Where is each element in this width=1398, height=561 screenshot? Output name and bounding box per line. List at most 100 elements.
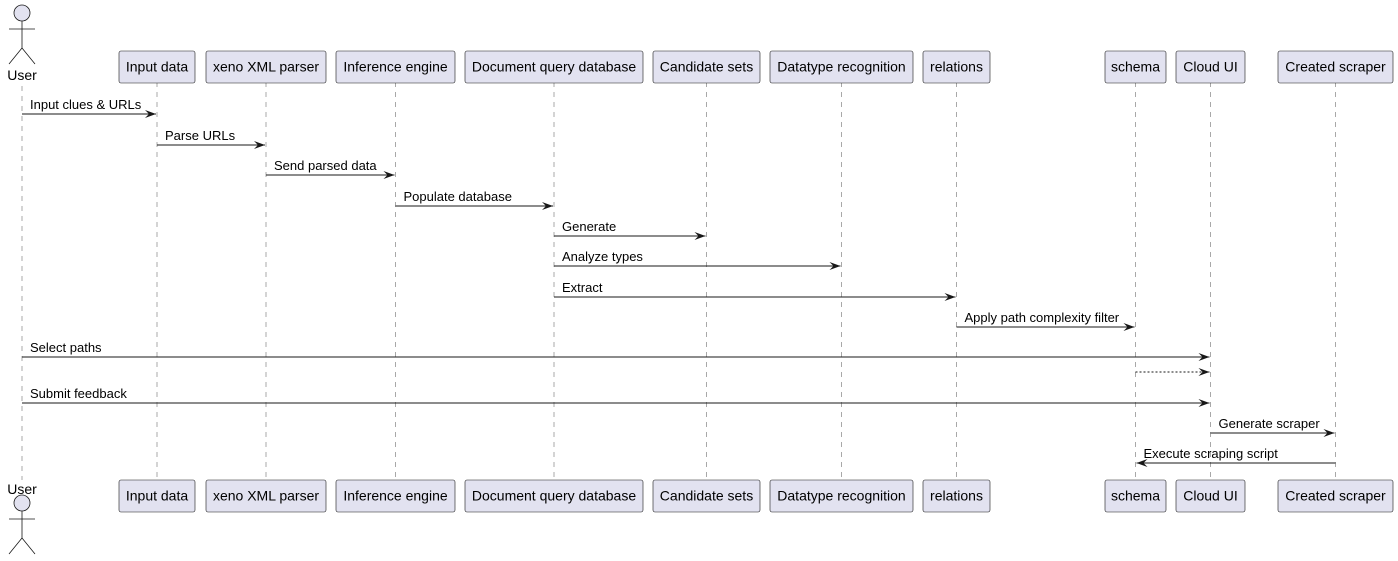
participant-label: Inference engine <box>343 59 448 75</box>
message-label: Parse URLs <box>165 128 236 143</box>
arrow-head-icon <box>1323 429 1335 437</box>
participant-label: Candidate sets <box>660 59 753 75</box>
participant-box <box>922 479 991 513</box>
participant-xeno-top: xeno XML parser <box>205 50 327 84</box>
participant-label: relations <box>930 488 983 504</box>
actor-label: User <box>7 481 37 497</box>
message-9 <box>1135 368 1210 376</box>
participant-label: Cloud UI <box>1183 59 1237 75</box>
participant-input-bottom: Input data <box>118 479 196 513</box>
actor-user-bottom: User <box>7 481 37 555</box>
arrow-head-icon <box>1198 368 1210 376</box>
participant-input-top: Input data <box>118 50 196 84</box>
participant-candidate-bottom: Candidate sets <box>652 479 761 513</box>
message-4: Generate <box>554 219 706 240</box>
participant-box <box>1104 50 1167 84</box>
participant-label: Created scraper <box>1285 59 1386 75</box>
participant-box <box>1175 50 1246 84</box>
message-10: Submit feedback <box>22 386 1210 407</box>
arrow-head-icon <box>694 232 706 240</box>
participant-xeno-bottom: xeno XML parser <box>205 479 327 513</box>
message-label: Select paths <box>30 340 102 355</box>
participant-box <box>1277 479 1394 513</box>
arrow-head-icon <box>1198 399 1210 407</box>
participant-cloudui-top: Cloud UI <box>1175 50 1246 84</box>
message-11: Generate scraper <box>1210 416 1335 437</box>
participant-box <box>464 50 644 84</box>
message-label: Apply path complexity filter <box>965 310 1120 325</box>
participant-datatype-top: Datatype recognition <box>769 50 914 84</box>
actor-body-icon <box>8 21 36 65</box>
arrow-head-icon <box>254 141 265 149</box>
participant-inference-bottom: Inference engine <box>335 479 456 513</box>
participant-label: Inference engine <box>343 488 448 504</box>
message-2: Send parsed data <box>266 158 395 179</box>
message-3: Populate database <box>395 189 553 210</box>
participant-relations-top: relations <box>922 50 991 84</box>
participant-box <box>205 50 327 84</box>
arrow-head-icon <box>1136 459 1148 467</box>
arrow-head-icon <box>542 202 553 210</box>
message-12: Execute scraping script <box>1136 446 1336 467</box>
message-1: Parse URLs <box>157 128 265 149</box>
participant-cloudui-bottom: Cloud UI <box>1175 479 1246 513</box>
participant-box <box>652 479 761 513</box>
participant-box <box>464 479 644 513</box>
participant-box <box>118 50 196 84</box>
actor-head-icon <box>13 4 31 22</box>
participant-label: Input data <box>126 488 188 504</box>
arrow-head-icon <box>383 171 395 179</box>
participant-inference-top: Inference engine <box>335 50 456 84</box>
participant-box <box>118 479 196 513</box>
participant-label: Document query database <box>472 59 636 75</box>
message-label: Submit feedback <box>30 386 127 401</box>
participant-box <box>652 50 761 84</box>
participant-label: Input data <box>126 59 188 75</box>
actor-head-icon <box>13 494 31 512</box>
participant-docdb-top: Document query database <box>464 50 644 84</box>
message-label: Send parsed data <box>274 158 377 173</box>
participant-scraper-top: Created scraper <box>1277 50 1394 84</box>
message-label: Generate scraper <box>1219 416 1321 431</box>
participant-relations-bottom: relations <box>922 479 991 513</box>
participant-schema-bottom: schema <box>1104 479 1167 513</box>
participant-label: xeno XML parser <box>213 488 319 504</box>
actor-body-icon <box>8 511 36 555</box>
participant-schema-top: schema <box>1104 50 1167 84</box>
message-8: Select paths <box>22 340 1210 361</box>
participant-box <box>335 50 456 84</box>
participant-datatype-bottom: Datatype recognition <box>769 479 914 513</box>
message-label: Populate database <box>404 189 512 204</box>
participant-scraper-bottom: Created scraper <box>1277 479 1394 513</box>
actor-user-top: User <box>7 4 37 83</box>
participant-label: schema <box>1111 59 1160 75</box>
participant-label: Datatype recognition <box>777 59 905 75</box>
participant-label: Datatype recognition <box>777 488 905 504</box>
participant-box <box>1104 479 1167 513</box>
participant-label: Document query database <box>472 488 636 504</box>
participant-label: Cloud UI <box>1183 488 1237 504</box>
message-label: Input clues & URLs <box>30 97 142 112</box>
message-label: Extract <box>562 280 603 295</box>
participant-box <box>922 50 991 84</box>
actor-label: User <box>7 67 37 83</box>
message-label: Analyze types <box>562 249 643 264</box>
participant-label: Created scraper <box>1285 488 1386 504</box>
message-5: Analyze types <box>554 249 841 270</box>
participant-docdb-bottom: Document query database <box>464 479 644 513</box>
participant-label: relations <box>930 59 983 75</box>
message-0: Input clues & URLs <box>22 97 156 118</box>
message-label: Execute scraping script <box>1144 446 1279 461</box>
participant-label: Candidate sets <box>660 488 753 504</box>
participant-label: xeno XML parser <box>213 59 319 75</box>
arrow-head-icon <box>1123 323 1135 331</box>
participant-box <box>205 479 327 513</box>
message-label: Generate <box>562 219 616 234</box>
participant-box <box>1277 50 1394 84</box>
participant-label: schema <box>1111 488 1160 504</box>
participant-candidate-top: Candidate sets <box>652 50 761 84</box>
participant-box <box>335 479 456 513</box>
arrow-head-icon <box>944 293 956 301</box>
participant-box <box>769 479 914 513</box>
